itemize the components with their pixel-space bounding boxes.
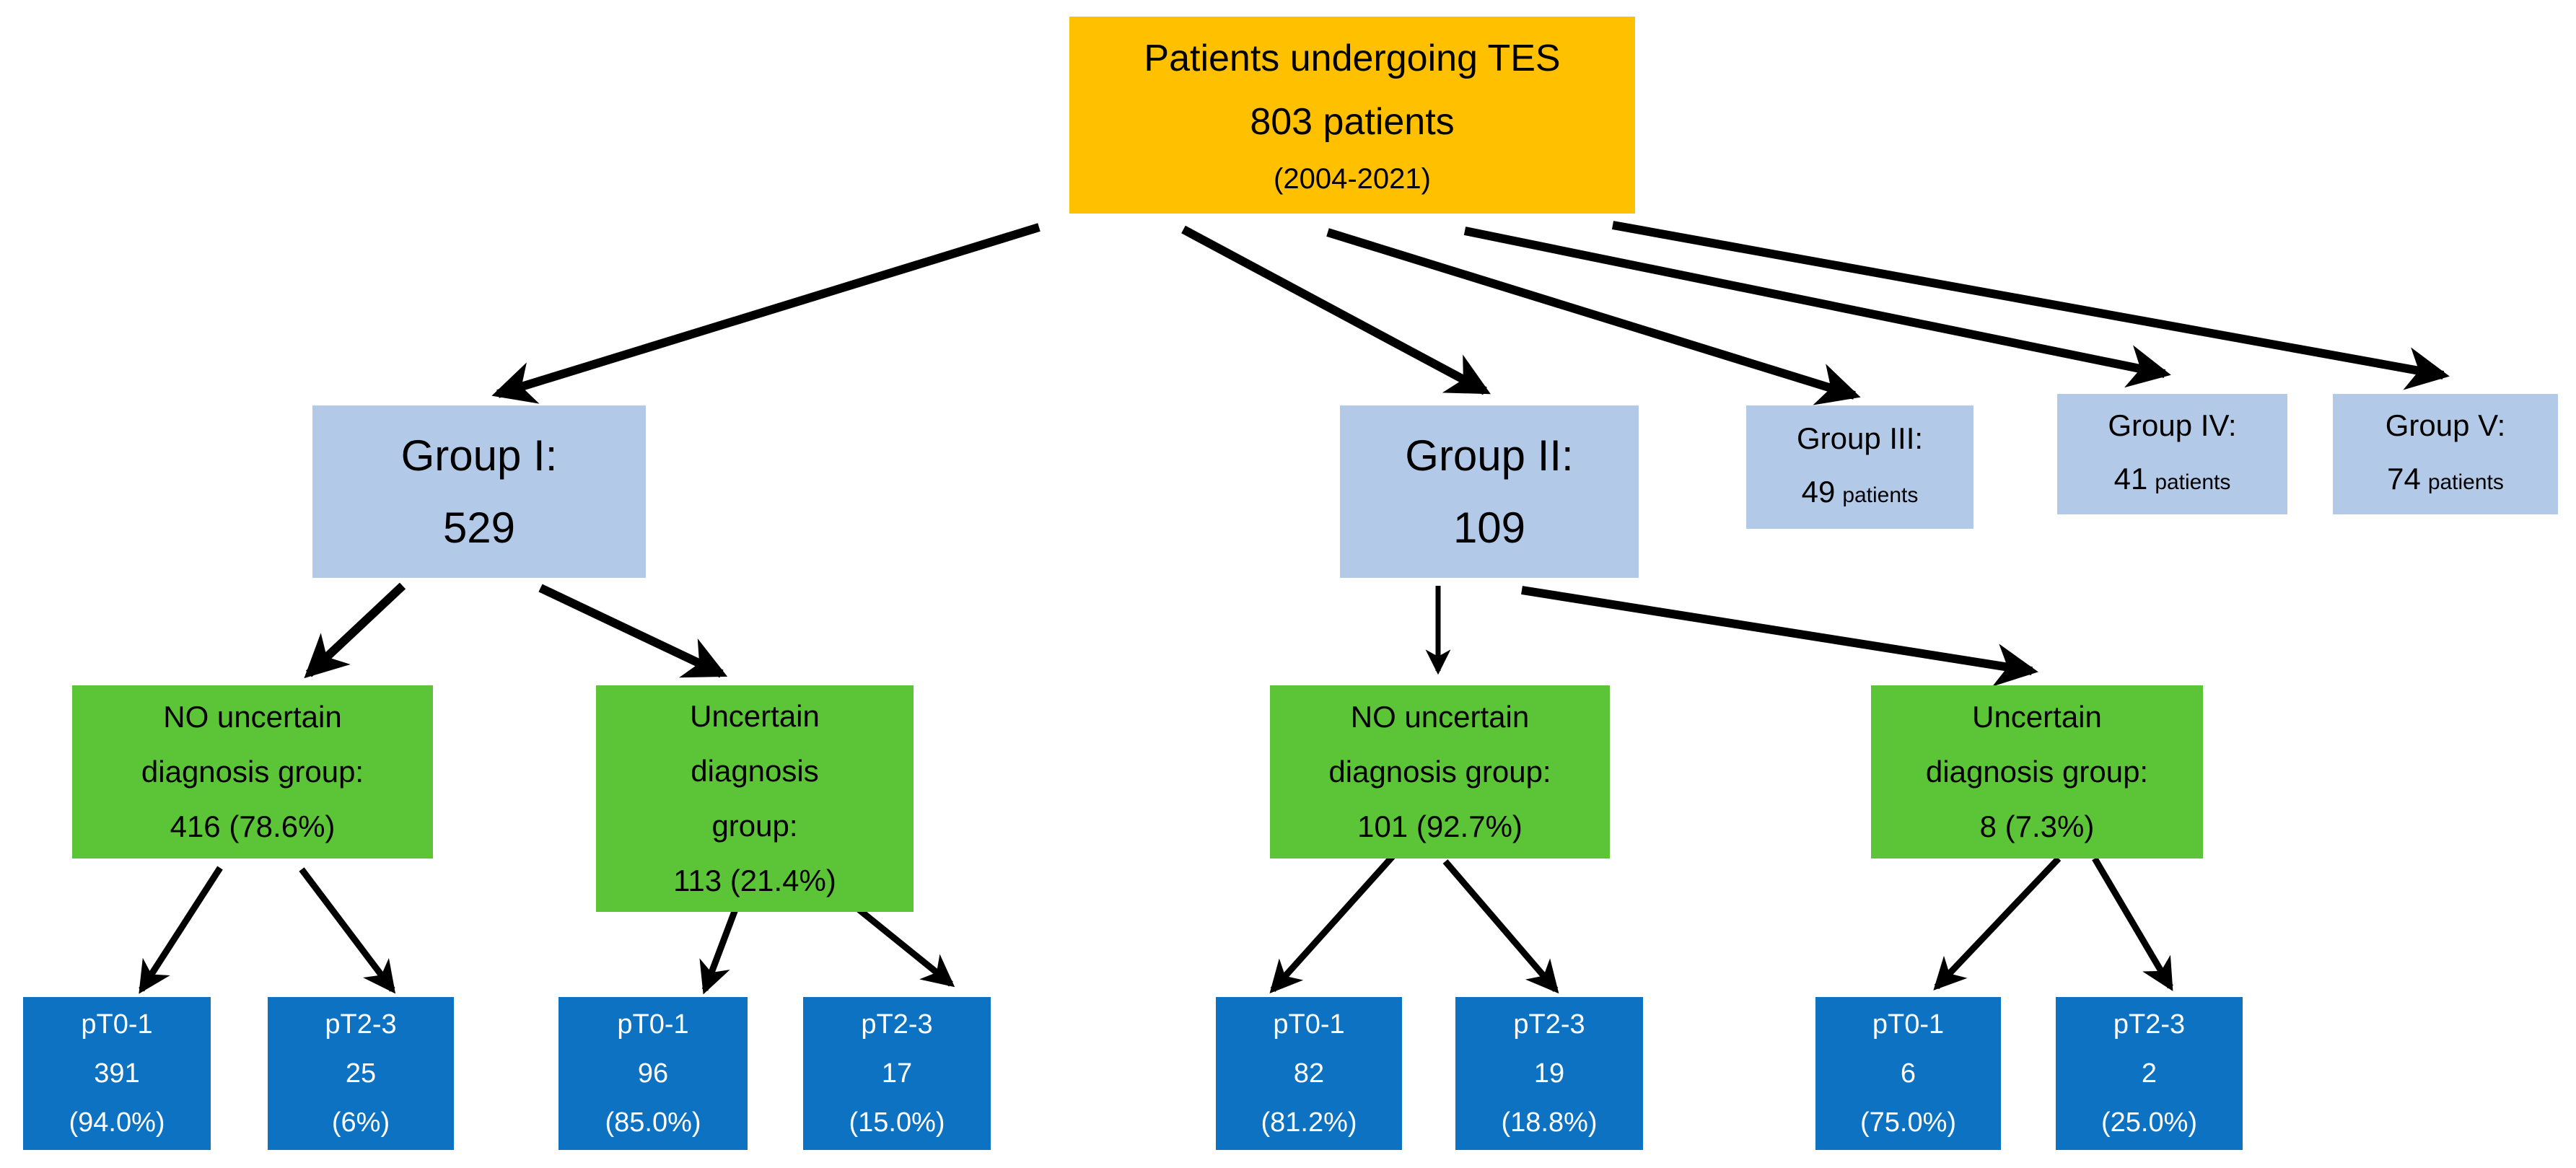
diag-line: Uncertain <box>690 699 820 733</box>
stage-pct: (6%) <box>331 1107 390 1138</box>
group-4-count-line: 41 patients <box>2114 452 2231 509</box>
stage-node-2-pt23: pT2-3 25 (6%) <box>268 997 454 1150</box>
group-5-unit: patients <box>2427 470 2504 494</box>
group-1-title: Group I: <box>400 431 558 480</box>
arrow-root-to-group-5 <box>1611 221 2450 390</box>
arrow-root-to-group-4 <box>1463 227 2171 388</box>
group-2-node: Group II: 109 <box>1340 405 1639 578</box>
arrow-root-to-group-2 <box>1181 225 1491 395</box>
stage-node-6-pt23: pT2-3 19 (18.8%) <box>1455 997 1643 1150</box>
arrow-group1-to-uncertain <box>538 584 728 678</box>
stage-count: 17 <box>881 1058 913 1089</box>
diag-line: diagnosis <box>691 754 819 788</box>
root-line-1: Patients undergoing TES <box>1144 37 1561 79</box>
group-4-count: 41 <box>2113 462 2148 496</box>
stage-pct: (15.0%) <box>849 1107 945 1138</box>
diagnosis-node-g2-no-uncertain: NO uncertain diagnosis group: 101 (92.7%… <box>1270 685 1610 859</box>
stage-label: pT2-3 <box>1513 1009 1585 1040</box>
diag-line: Uncertain <box>1972 700 2102 734</box>
stage-count: 6 <box>1900 1058 1916 1089</box>
arrow-g1no-to-pt23 <box>299 867 396 994</box>
stage-label: pT0-1 <box>81 1009 153 1040</box>
arrow-g2unc-to-pt01 <box>1933 856 2062 991</box>
arrow-g2unc-to-pt23 <box>2092 856 2173 991</box>
root-line-2: 803 patients <box>1250 100 1455 143</box>
diag-line: 101 (92.7%) <box>1357 809 1523 843</box>
diag-line: NO uncertain <box>1350 700 1530 734</box>
stage-label: pT0-1 <box>617 1009 689 1040</box>
group-3-count: 49 <box>1801 475 1836 509</box>
group-1-count: 529 <box>442 503 516 552</box>
group-4-unit: patients <box>2155 470 2231 494</box>
stage-count: 82 <box>1293 1058 1325 1089</box>
stage-label: pT2-3 <box>325 1009 397 1040</box>
diag-line: 416 (78.6%) <box>170 809 336 843</box>
stage-node-8-pt23: pT2-3 2 (25.0%) <box>2056 997 2243 1150</box>
stage-pct: (75.0%) <box>1859 1107 1957 1138</box>
arrow-root-to-group-1 <box>491 223 1041 404</box>
diag-line: NO uncertain <box>163 700 342 734</box>
group-4-title: Group IV: <box>2108 408 2237 442</box>
group-5-title: Group V: <box>2385 408 2506 442</box>
group-2-title: Group II: <box>1405 431 1574 480</box>
stage-label: pT2-3 <box>2113 1009 2186 1040</box>
stage-node-5-pt01: pT0-1 82 (81.2%) <box>1216 997 1402 1150</box>
group-3-title: Group III: <box>1796 421 1924 455</box>
arrow-g2no-to-pt01 <box>1269 853 1396 994</box>
arrow-group2-to-uncertain <box>1521 586 2038 687</box>
stage-label: pT2-3 <box>861 1009 933 1040</box>
root-node-patients-tes: Patients undergoing TES 803 patients (20… <box>1069 17 1635 214</box>
diag-line: 113 (21.4%) <box>673 864 836 897</box>
stage-node-7-pt01: pT0-1 6 (75.0%) <box>1815 997 2001 1150</box>
group-3-unit: patients <box>1842 483 1919 507</box>
diag-line: diagnosis group: <box>1925 755 2149 789</box>
stage-node-3-pt01: pT0-1 96 (85.0%) <box>558 997 748 1150</box>
stage-count: 25 <box>345 1058 377 1089</box>
arrow-g1no-to-pt01 <box>139 866 223 994</box>
stage-pct: (81.2%) <box>1261 1107 1357 1138</box>
stage-count: 2 <box>2141 1058 2157 1089</box>
stage-node-4-pt23: pT2-3 17 (15.0%) <box>803 997 991 1150</box>
diag-line: group: <box>711 809 798 843</box>
group-5-count: 74 <box>2387 462 2421 496</box>
stage-count: 96 <box>637 1058 669 1089</box>
group-1-node: Group I: 529 <box>312 405 646 578</box>
stage-pct: (94.0%) <box>69 1107 165 1138</box>
stage-pct: (18.8%) <box>1501 1107 1598 1138</box>
stage-pct: (85.0%) <box>605 1107 701 1138</box>
diagnosis-node-g1-no-uncertain: NO uncertain diagnosis group: 416 (78.6%… <box>72 685 433 859</box>
stage-count: 391 <box>94 1058 140 1089</box>
stage-label: pT0-1 <box>1872 1009 1945 1040</box>
stage-count: 19 <box>1533 1058 1565 1089</box>
arrow-group1-to-no-uncertain <box>304 582 406 679</box>
arrow-root-to-group-3 <box>1326 228 1861 405</box>
arrow-g2no-to-pt23 <box>1442 859 1559 994</box>
stage-pct: (25.0%) <box>2100 1107 2198 1138</box>
diagnosis-node-g1-uncertain: Uncertain diagnosis group: 113 (21.4%) <box>596 685 914 912</box>
group-4-node: Group IV: 41 patients <box>2057 394 2287 514</box>
stage-node-1-pt01: pT0-1 391 (94.0%) <box>23 997 211 1150</box>
diagnosis-node-g2-uncertain: Uncertain diagnosis group: 8 (7.3%) <box>1871 685 2203 859</box>
stage-label: pT0-1 <box>1273 1009 1345 1040</box>
diag-line: 8 (7.3%) <box>1979 809 2095 843</box>
group-2-count: 109 <box>1453 503 1526 552</box>
diag-line: diagnosis group: <box>141 755 364 789</box>
root-line-3: (2004-2021) <box>1274 162 1431 195</box>
diag-line: diagnosis group: <box>1328 755 1551 789</box>
